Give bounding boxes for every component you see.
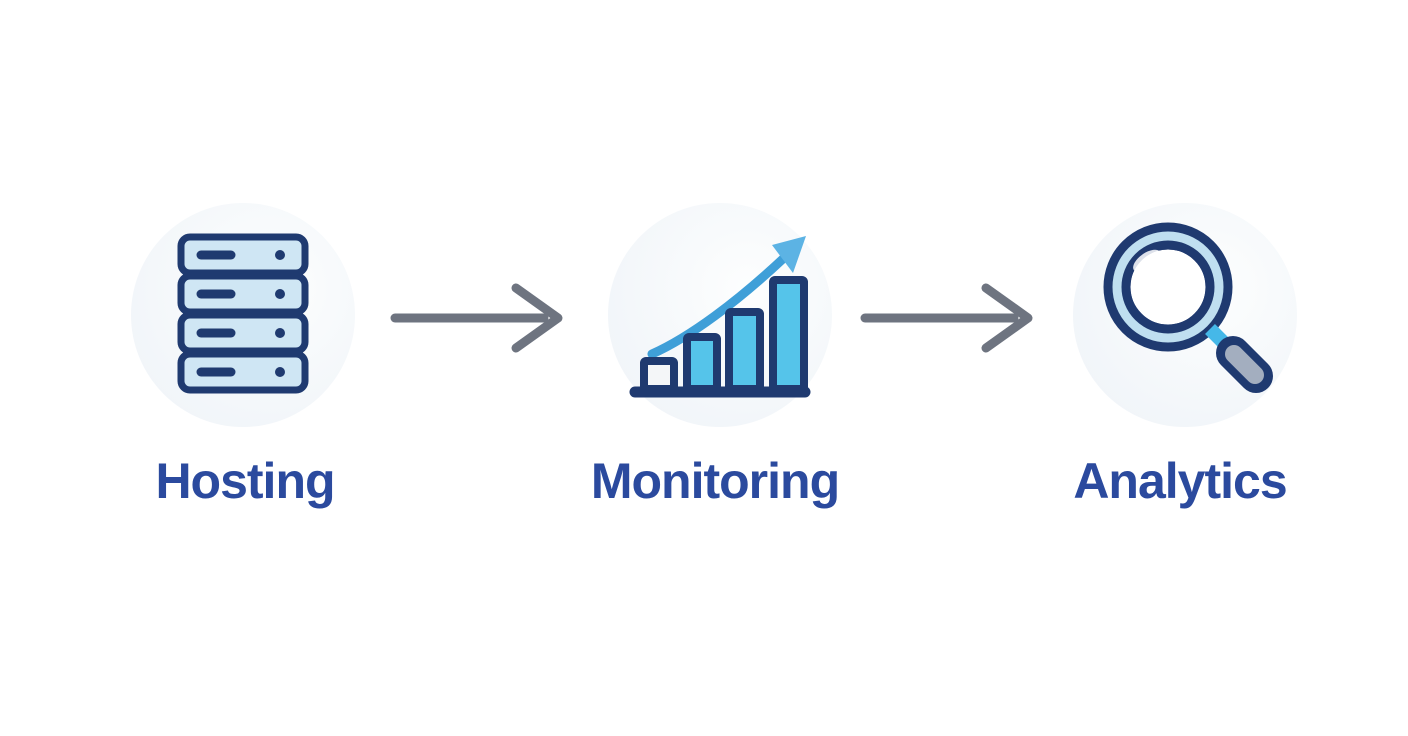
- monitoring-label: Monitoring: [590, 453, 840, 509]
- magnifier-icon: [1103, 222, 1273, 393]
- analytics-label: Analytics: [1073, 453, 1287, 509]
- growth-chart-icon: [629, 236, 811, 398]
- hosting-label: Hosting: [155, 453, 335, 509]
- monitoring-step-circle: [608, 203, 832, 427]
- flow-arrow-icon: [390, 283, 563, 353]
- analytics-step-circle: [1073, 203, 1297, 427]
- flow-arrow-icon: [860, 283, 1033, 353]
- hosting-step-circle: [131, 203, 355, 427]
- server-icon: [177, 233, 309, 394]
